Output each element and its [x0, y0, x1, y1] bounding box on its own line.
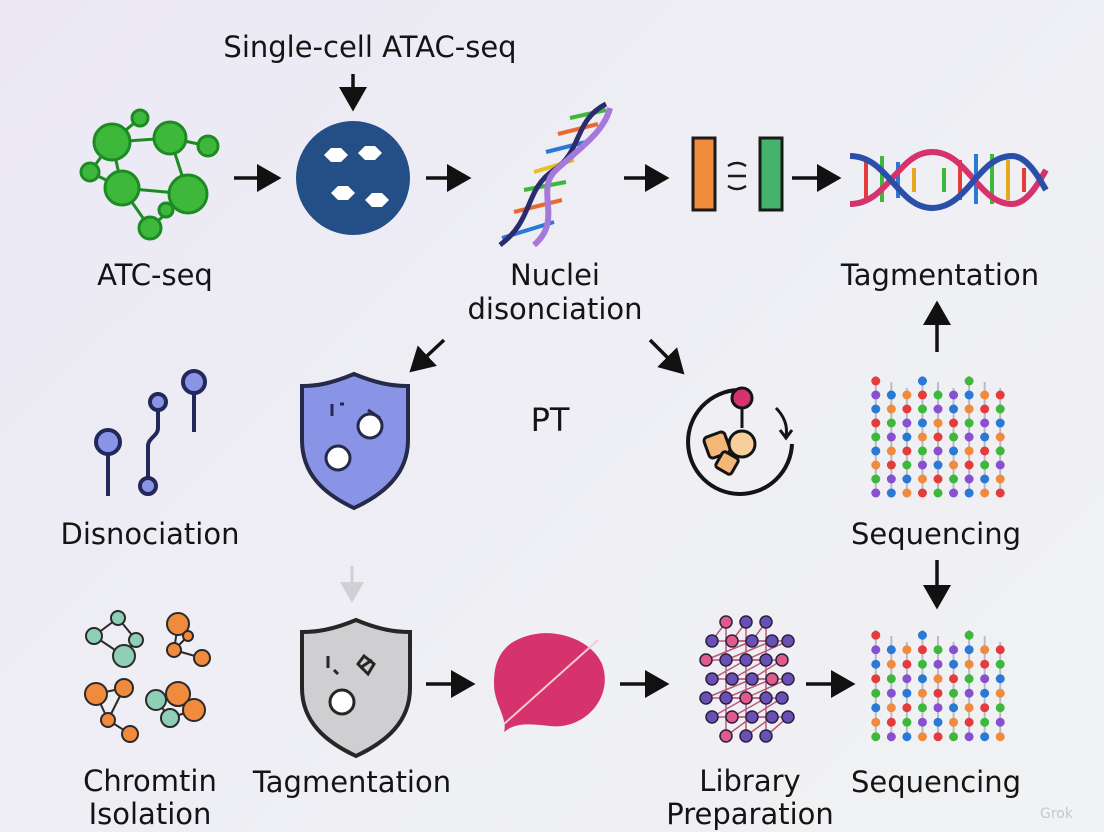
- chromatin-network-icon: [78, 610, 218, 750]
- nuclei-label-line2: disonciation: [467, 292, 643, 326]
- disnociation-label: Disnociation: [60, 517, 240, 551]
- chromtin-label-line2: Isolation: [88, 797, 212, 831]
- chromtin-label-line1: Chromtin: [83, 764, 217, 798]
- probe-pins-icon: [92, 366, 222, 506]
- library-label-line1: Library: [699, 764, 801, 798]
- watermark: Grok: [1040, 806, 1073, 822]
- sequencing-mid-label: Sequencing: [850, 517, 1022, 551]
- library-network-icon: [688, 612, 798, 748]
- dna-horizontal-icon: [848, 140, 1049, 220]
- molecule-network-icon: [70, 98, 230, 248]
- arrow-nuclei-to-shield: [409, 338, 446, 373]
- cell-icon: [295, 118, 415, 238]
- arrow-nuclei-to-cycle: [648, 338, 685, 375]
- nuclei-label-line1: Nuclei: [510, 258, 600, 292]
- library-label-line2: Preparation: [666, 797, 834, 831]
- atc-seq-label: ATC-seq: [97, 258, 213, 292]
- pt-label: PT: [530, 401, 570, 439]
- cycle-icon: [680, 382, 800, 502]
- pink-bead-icon: [490, 626, 610, 736]
- title-label: Single-cell ATAC-seq: [223, 30, 517, 64]
- fragment-bars-icon: [688, 136, 788, 216]
- gray-shield-icon: [298, 616, 414, 760]
- dna-helix-icon: [494, 100, 614, 250]
- tagmentation-top-label: Tagmentation: [840, 258, 1040, 292]
- tagmentation-bottom-label: Tagmentation: [252, 765, 452, 799]
- sequencing-reads-icon: [868, 372, 1008, 502]
- shield-icon: [298, 370, 412, 512]
- sequencing-bottom-label: Sequencing: [850, 765, 1022, 799]
- sequencing-reads-bottom-icon: [868, 626, 1008, 746]
